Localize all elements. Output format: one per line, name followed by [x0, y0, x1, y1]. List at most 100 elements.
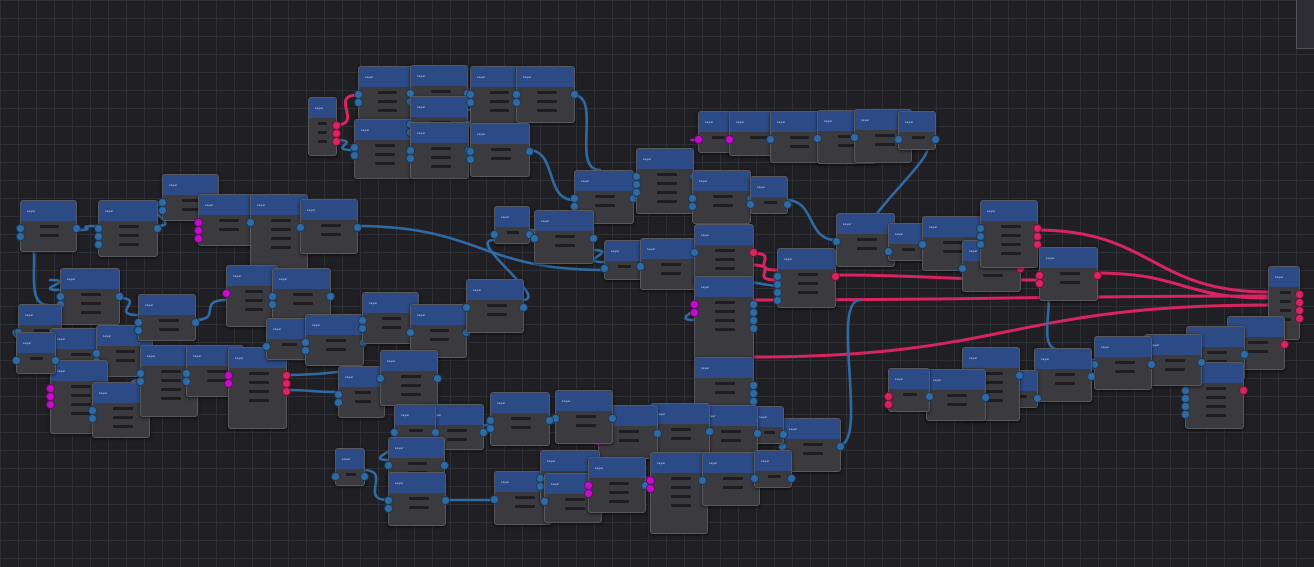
node-header[interactable]: Layer: [605, 241, 643, 261]
circle-port-icon[interactable]: [1017, 265, 1024, 272]
circle-port-icon[interactable]: [491, 496, 498, 503]
node-field[interactable]: [1165, 368, 1185, 371]
circle-port-icon[interactable]: [691, 249, 698, 256]
circle-port-icon[interactable]: [537, 475, 544, 482]
circle-port-icon[interactable]: [531, 235, 538, 242]
node-field[interactable]: [491, 157, 511, 160]
node-field[interactable]: [271, 246, 291, 249]
node-field[interactable]: [271, 228, 291, 231]
node-field[interactable]: [515, 496, 535, 499]
node-field[interactable]: [40, 234, 59, 237]
node-header[interactable]: Layer: [336, 449, 364, 469]
node-field[interactable]: [81, 293, 101, 296]
node-field[interactable]: [249, 372, 269, 375]
node-field[interactable]: [249, 381, 269, 384]
circle-port-icon[interactable]: [767, 136, 774, 143]
node-field[interactable]: [511, 426, 531, 429]
circle-port-icon[interactable]: [385, 462, 392, 469]
connection-wire[interactable]: [784, 198, 838, 242]
circle-port-icon[interactable]: [552, 415, 559, 422]
node-field[interactable]: [609, 482, 629, 485]
node-field[interactable]: [657, 173, 677, 176]
node-header[interactable]: Layer: [227, 266, 277, 286]
circle-port-icon[interactable]: [463, 304, 470, 311]
node-field[interactable]: [565, 507, 585, 510]
node-field[interactable]: [1014, 395, 1027, 398]
node-field[interactable]: [113, 407, 133, 410]
connection-wire[interactable]: [48, 278, 62, 292]
circle-port-icon[interactable]: [195, 227, 202, 234]
node-field[interactable]: [903, 393, 917, 396]
node-header[interactable]: Layer: [389, 473, 445, 493]
circle-port-icon[interactable]: [706, 428, 713, 435]
node-header[interactable]: Layer: [927, 370, 985, 390]
node-header[interactable]: Layer: [701, 406, 757, 426]
node-header[interactable]: Layer: [837, 214, 894, 234]
circle-port-icon[interactable]: [467, 156, 474, 163]
circle-port-icon[interactable]: [192, 319, 199, 326]
circle-port-icon[interactable]: [135, 319, 142, 326]
graph-node[interactable]: Layer: [351, 119, 417, 179]
node-field[interactable]: [1060, 272, 1080, 275]
circle-port-icon[interactable]: [637, 263, 644, 270]
graph-node[interactable]: Layer: [135, 294, 199, 341]
node-field[interactable]: [657, 200, 677, 203]
graph-node[interactable]: Layer: [195, 194, 261, 246]
node-field[interactable]: [507, 231, 519, 234]
circle-port-icon[interactable]: [851, 134, 858, 141]
node-field[interactable]: [983, 390, 1003, 393]
node-header[interactable]: Layer: [1145, 335, 1201, 355]
connection-wire[interactable]: [283, 388, 340, 394]
node-field[interactable]: [661, 272, 681, 275]
side-panel-toggle[interactable]: [1296, 0, 1314, 49]
node-field[interactable]: [1206, 396, 1226, 399]
circle-port-icon[interactable]: [89, 407, 96, 414]
node-field[interactable]: [161, 379, 181, 382]
node-header[interactable]: Layer: [163, 175, 218, 195]
node-field[interactable]: [1115, 361, 1135, 364]
node-field[interactable]: [1280, 300, 1291, 303]
node-field[interactable]: [1248, 350, 1268, 353]
circle-port-icon[interactable]: [333, 122, 340, 129]
circle-port-icon[interactable]: [302, 339, 309, 346]
node-field[interactable]: [715, 319, 735, 322]
node-field[interactable]: [555, 235, 575, 238]
node-field[interactable]: [565, 498, 585, 501]
node-header[interactable]: Layer: [19, 305, 61, 325]
node-field[interactable]: [857, 247, 877, 250]
circle-port-icon[interactable]: [1094, 272, 1101, 279]
node-field[interactable]: [490, 109, 509, 112]
graph-node[interactable]: Layer: [1036, 247, 1101, 301]
circle-port-icon[interactable]: [647, 477, 654, 484]
circle-port-icon[interactable]: [699, 477, 706, 484]
node-field[interactable]: [943, 250, 963, 253]
node-header[interactable]: Layer: [273, 269, 330, 289]
node-field[interactable]: [1206, 414, 1226, 417]
circle-port-icon[interactable]: [407, 147, 414, 154]
node-field[interactable]: [119, 243, 139, 246]
node-field[interactable]: [715, 310, 735, 313]
node-field[interactable]: [875, 134, 895, 137]
node-field[interactable]: [671, 437, 691, 440]
node-field[interactable]: [409, 429, 423, 432]
node-field[interactable]: [803, 443, 823, 446]
graph-node[interactable]: Layer: [385, 472, 449, 526]
node-field[interactable]: [657, 182, 677, 185]
node-header[interactable]: Layer: [389, 438, 444, 458]
circle-port-icon[interactable]: [750, 317, 757, 324]
node-field[interactable]: [1001, 225, 1021, 228]
graph-node[interactable]: Layer: [647, 452, 711, 534]
node-header[interactable]: Layer: [855, 110, 911, 130]
circle-port-icon[interactable]: [814, 135, 821, 142]
circle-port-icon[interactable]: [269, 301, 276, 308]
circle-port-icon[interactable]: [932, 136, 939, 143]
node-header[interactable]: Layer: [141, 346, 197, 366]
node-field[interactable]: [723, 486, 743, 489]
circle-port-icon[interactable]: [747, 201, 754, 208]
node-field[interactable]: [619, 430, 639, 433]
node-field[interactable]: [657, 191, 677, 194]
node-field[interactable]: [537, 100, 557, 103]
circle-port-icon[interactable]: [885, 248, 892, 255]
circle-port-icon[interactable]: [774, 281, 781, 288]
circle-port-icon[interactable]: [225, 380, 232, 387]
